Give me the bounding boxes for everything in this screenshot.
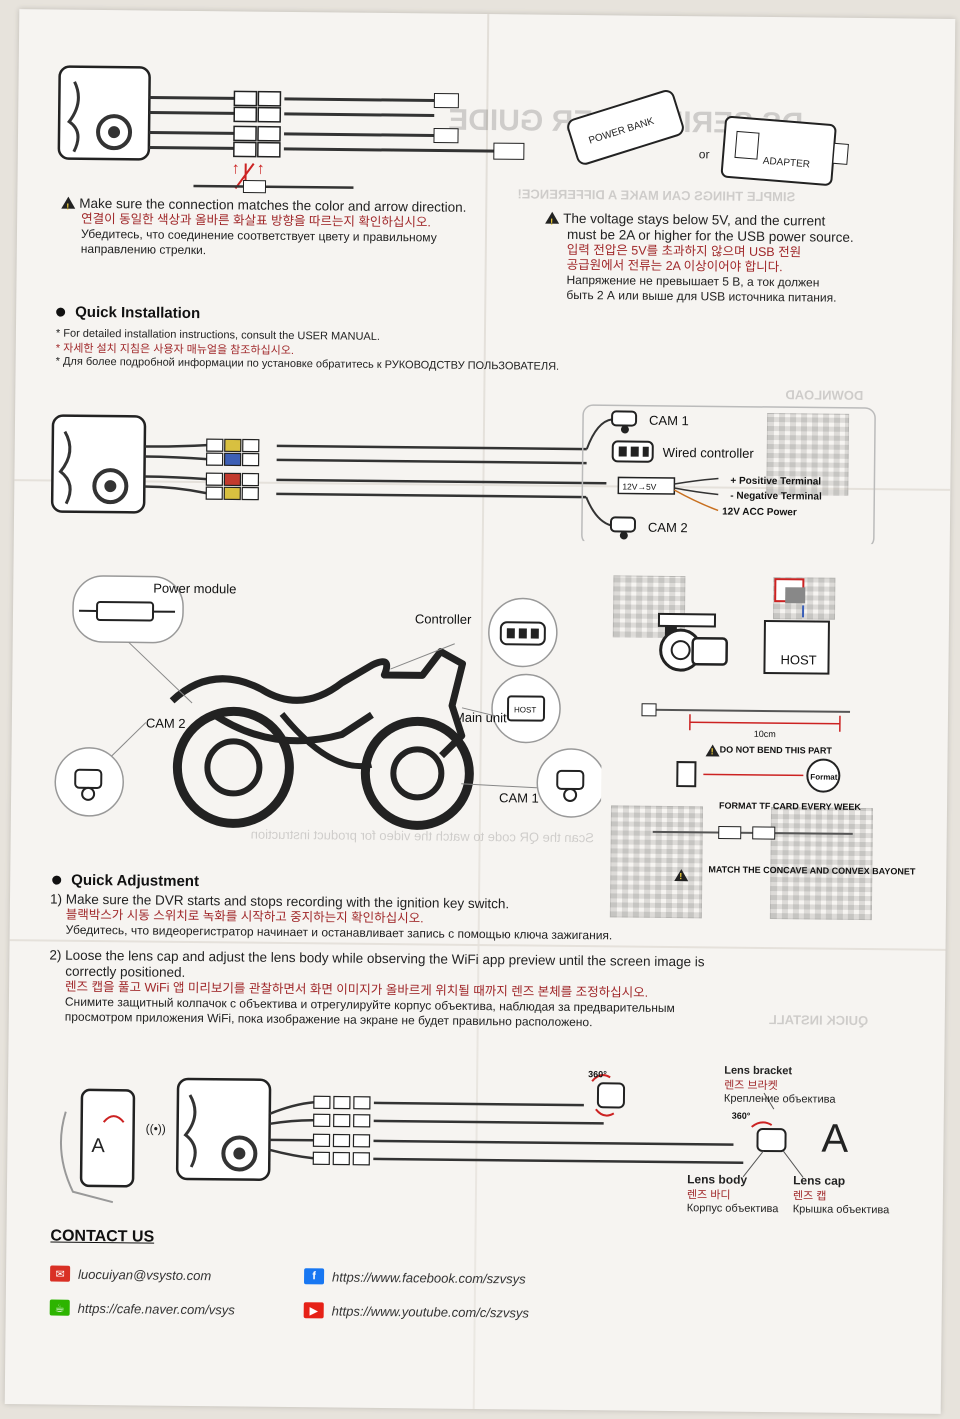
no-bend-label: DO NOT BEND THIS PART [720, 745, 833, 756]
svg-text:↑: ↑ [257, 161, 265, 178]
sd-card-icon [676, 761, 697, 788]
power-module-label: Power module [153, 581, 236, 597]
adapter-label: ADAPTER [762, 156, 810, 171]
warning-voltage-current: The voltage stays below 5V, and the curr… [544, 211, 854, 306]
contact-heading: CONTACT US [50, 1227, 155, 1246]
lens-adjustment-diagram: A ((•)) 360° 360° A [59, 1069, 849, 1204]
installation-tips-panel: HOST 10cm DO NOT BEND THIS PART Format F… [641, 578, 916, 877]
host-small-label: HOST [514, 705, 536, 714]
format-note: FORMAT TF CARD EVERY WEEK [719, 801, 861, 812]
contact-youtube[interactable]: ▶ https://www.youtube.com/c/szvsys [303, 1302, 529, 1320]
quick-installation-heading: Quick Installation [56, 304, 200, 322]
installation-wiring-diagram: CAM 1 Wired controller 12V→5V + Positive… [50, 404, 876, 545]
warning-color-direction: Make sure the connection matches the col… [61, 196, 467, 261]
acc-power-label: 12V ACC Power [722, 507, 797, 519]
contact-naver-cafe[interactable]: ☕ https://cafe.naver.com/vsys [49, 1299, 235, 1318]
installation-note: * For detailed installation instructions… [55, 327, 560, 373]
facebook-icon: f [303, 1268, 325, 1285]
svg-text:↑: ↑ [232, 160, 240, 177]
mail-icon: ✉ [50, 1265, 71, 1282]
naver-cafe-icon: ☕ [49, 1299, 70, 1316]
lens-body-callout: Lens body 렌즈 바디 Корпус объектива [686, 1172, 779, 1216]
contact-email[interactable]: ✉ luocuiyan@vsysto.com [50, 1265, 211, 1284]
adjustment-steps: 1) Make sure the DVR starts and stops re… [49, 891, 705, 1030]
wifi-signal-icon: ((•)) [146, 1122, 166, 1136]
warning-icon [61, 196, 76, 209]
warning-icon [545, 211, 560, 224]
or-label: or [699, 147, 710, 161]
negative-terminal-label: - Negative Terminal [730, 491, 822, 503]
cam1-label: CAM 1 [649, 413, 689, 428]
motorcycle-layout-diagram: Power module Controller HOST Main unit C… [54, 575, 604, 830]
top-connection-diagram: ↑ ↑ POWER BANK or ADAPTER [57, 65, 849, 194]
length-label: 10cm [754, 729, 776, 739]
lens-bracket-callout: Lens bracket 렌즈 브라켓 Крепление объектива [723, 1064, 836, 1106]
controller-label: Controller [415, 611, 472, 627]
warning-icon [674, 867, 692, 885]
lens-cap-callout: Lens cap 렌즈 캡 Крышка объектива [792, 1173, 890, 1217]
phone-preview-letter: A [91, 1135, 105, 1157]
cam2-label: CAM 2 [648, 520, 688, 535]
wired-controller-label: Wired controller [663, 445, 755, 461]
positive-terminal-label: + Positive Terminal [730, 476, 821, 488]
format-label: Format [810, 772, 838, 781]
contact-facebook[interactable]: f https://www.facebook.com/szvsys [303, 1268, 526, 1286]
warning-icon [705, 742, 724, 760]
lens-cap-letter: A [821, 1117, 848, 1161]
bayonet-note: MATCH THE CONCAVE AND CONVEX BAYONET [708, 864, 916, 876]
cam1-bike-label: CAM 1 [499, 790, 539, 805]
rotation-label-1: 360° [588, 1069, 607, 1079]
youtube-icon: ▶ [303, 1302, 324, 1319]
quick-adjustment-heading: Quick Adjustment [52, 872, 199, 890]
main-unit-label: Main unit [454, 710, 507, 726]
cam2-bike-label: CAM 2 [146, 716, 186, 731]
manual-sheet: SIMPLE THINGS CAN MAKE A DIFFERENCE! DS … [4, 9, 956, 1414]
converter-label: 12V→5V [622, 481, 656, 491]
host-label: HOST [780, 652, 816, 667]
rotation-label-2: 360° [732, 1111, 751, 1121]
